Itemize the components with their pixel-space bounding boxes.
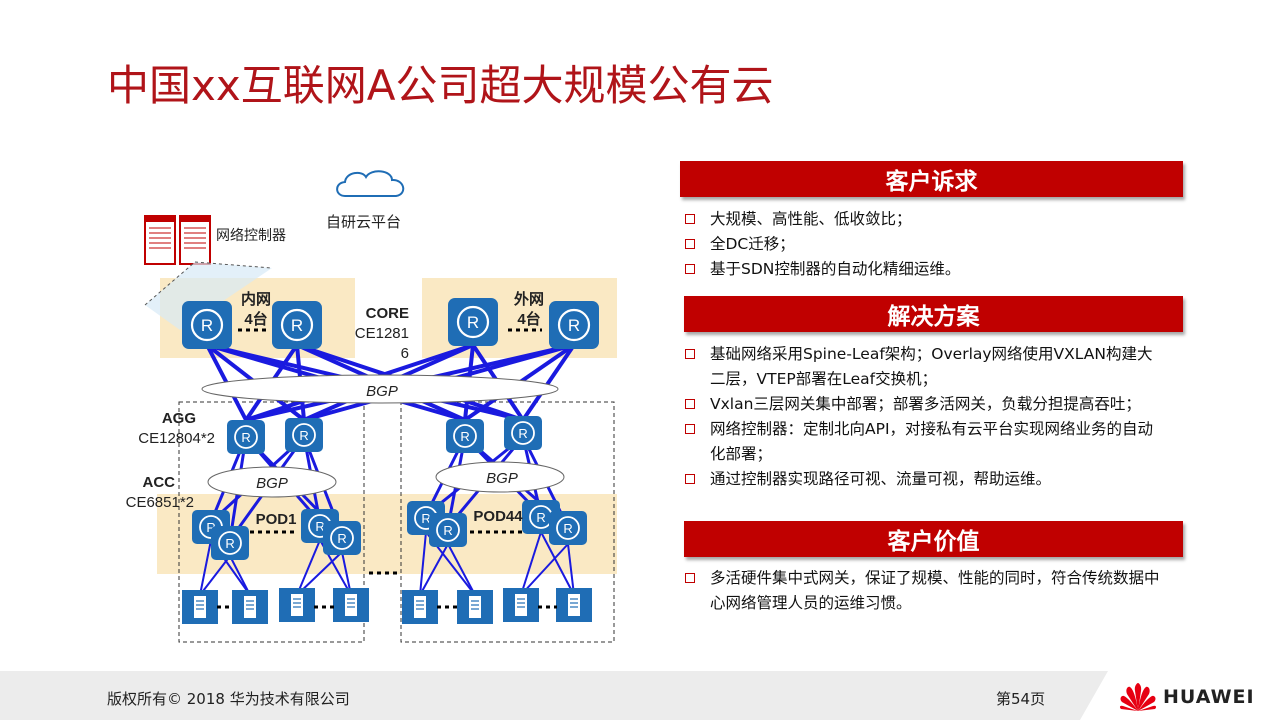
bullet-square-icon	[685, 399, 695, 409]
router-icon	[226, 419, 266, 455]
router-icon	[503, 415, 543, 451]
inner-net-count: 4台	[244, 310, 267, 328]
pod-left-label: POD1	[256, 511, 297, 528]
bgp-core-cloud	[201, 374, 559, 404]
copyright-text: 版权所有© 2018 华为技术有限公司	[107, 690, 350, 708]
customer-needs-list: 大规模、高性能、低收敛比； 全DC迁移； 基于SDN控制器的自动化精细运维。	[683, 207, 1183, 282]
controller-server-icon	[144, 215, 211, 265]
server-icon	[181, 589, 219, 625]
agg-label: AGG	[162, 410, 196, 427]
acc-server-links	[199, 531, 575, 596]
core-model-line1: CE1281	[355, 325, 409, 342]
core-model-line2: 6	[401, 345, 409, 362]
customer-value-list: 多活硬件集中式网关，保证了规模、性能的同时，符合传统数据中心网络管理人员的运维习…	[683, 566, 1183, 616]
bullet-square-icon	[685, 424, 695, 434]
pod-right-label: POD44	[473, 508, 523, 525]
acc-model: CE6851*2	[126, 494, 194, 511]
section-customer-needs-title: 客户诉求	[680, 161, 1183, 197]
page-title: 中国xx互联网A公司超大规模公有云	[107, 61, 774, 110]
footer-bar	[0, 671, 1280, 720]
brand-name: HUAWEI	[1163, 686, 1255, 708]
list-item: 大规模、高性能、低收敛比；	[683, 207, 1183, 232]
list-item: 基于SDN控制器的自动化精细运维。	[683, 257, 1183, 282]
cloud-platform-label: 自研云平台	[326, 214, 401, 231]
bullet-square-icon	[685, 349, 695, 359]
server-icon	[278, 587, 316, 623]
server-icon	[401, 589, 439, 625]
outer-net-name: 外网	[513, 290, 544, 308]
network-topology-diagram: R R 自研云平台 网络控制器	[126, 170, 617, 643]
server-icon	[502, 587, 540, 623]
bullet-square-icon	[685, 264, 695, 274]
server-icon	[456, 589, 494, 625]
inner-net-name: 内网	[241, 290, 271, 308]
bullet-square-icon	[685, 573, 695, 583]
bullet-square-icon	[685, 474, 695, 484]
controller-label: 网络控制器	[216, 227, 286, 243]
server-icon	[231, 589, 269, 625]
huawei-logo-icon	[1119, 683, 1157, 711]
acc-label: ACC	[143, 474, 176, 491]
server-icon	[555, 587, 593, 623]
page-number: 第54页	[996, 690, 1046, 708]
section-solution-title: 解决方案	[684, 296, 1183, 332]
bullet-square-icon	[685, 239, 695, 249]
router-icon	[322, 520, 362, 556]
bgp-core-label: BGP	[366, 383, 398, 400]
list-item: 通过控制器实现路径可视、流量可视，帮助运维。	[683, 467, 1183, 492]
router-icon	[445, 418, 485, 454]
agg-model: CE12804*2	[138, 430, 215, 447]
solution-list: 基础网络采用Spine-Leaf架构；Overlay网络使用VXLAN构建大二层…	[683, 342, 1183, 492]
router-icon	[210, 525, 250, 561]
list-item: 基础网络采用Spine-Leaf架构；Overlay网络使用VXLAN构建大二层…	[683, 342, 1183, 392]
router-icon	[270, 299, 324, 351]
router-icon	[284, 417, 324, 453]
bgp-right-label: BGP	[486, 470, 518, 487]
pod-left-box	[178, 401, 365, 643]
router-icon	[446, 296, 500, 348]
bgp-left-cloud	[207, 466, 337, 498]
server-icon	[332, 587, 370, 623]
router-icon	[180, 299, 234, 351]
list-item: 全DC迁移；	[683, 232, 1183, 257]
logo-area	[1080, 671, 1280, 720]
router-icon	[548, 510, 588, 546]
cloud-icon	[336, 170, 405, 197]
controller-beam	[145, 262, 272, 330]
bgp-left-label: BGP	[256, 475, 288, 492]
router-icon	[428, 512, 468, 548]
pod-right-box	[400, 401, 615, 643]
list-item: Vxlan三层网关集中部署；部署多活网关，负载分担提高吞吐；	[683, 392, 1183, 417]
bgp-right-cloud	[435, 461, 565, 493]
outer-net-count: 4台	[517, 310, 540, 328]
core-label: CORE	[366, 305, 409, 322]
section-customer-value-title: 客户价值	[684, 521, 1183, 557]
bullet-square-icon	[685, 214, 695, 224]
list-item: 网络控制器：定制北向API，对接私有云平台实现网络业务的自动化部署；	[683, 417, 1183, 467]
list-item: 多活硬件集中式网关，保证了规模、性能的同时，符合传统数据中心网络管理人员的运维习…	[683, 566, 1183, 616]
router-icon	[547, 299, 601, 351]
